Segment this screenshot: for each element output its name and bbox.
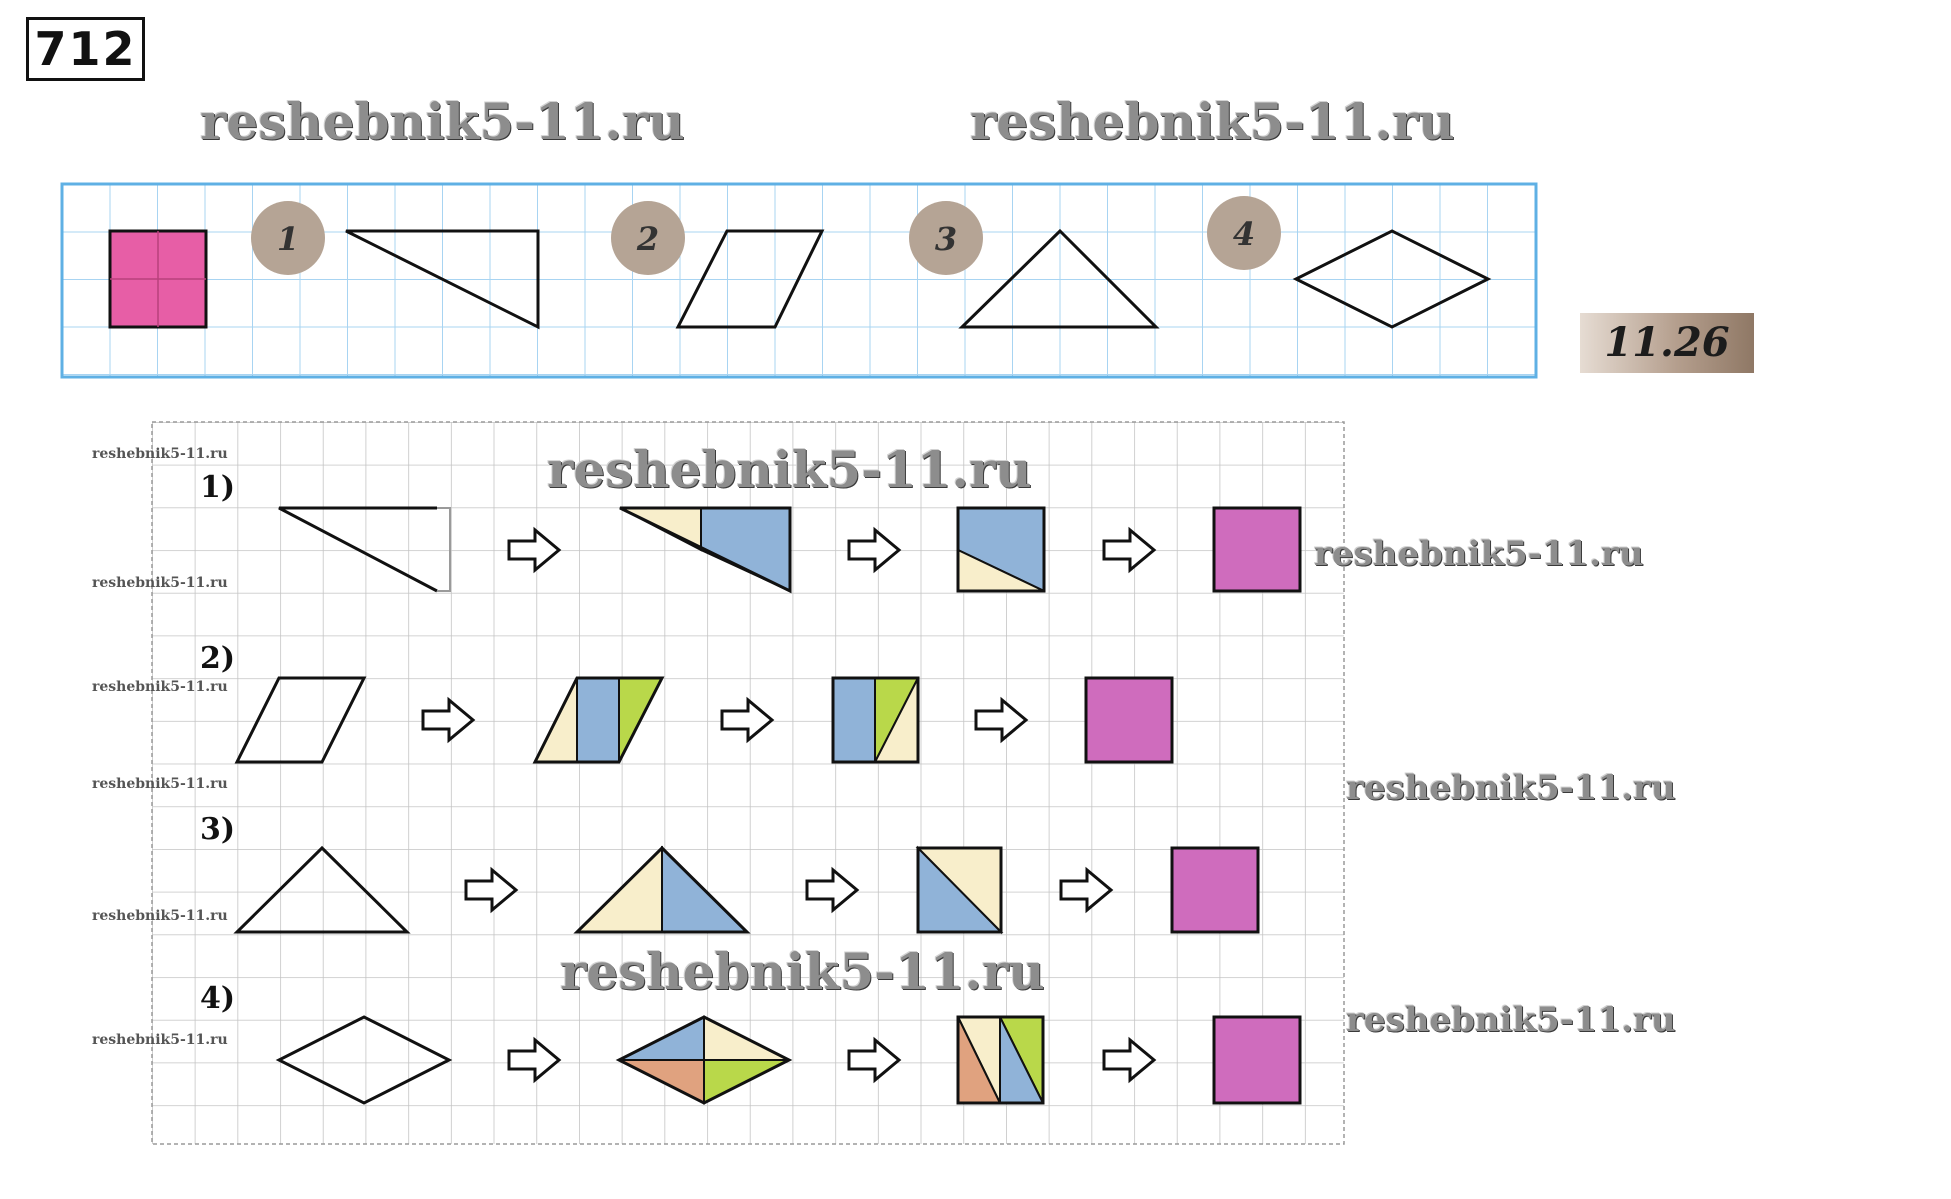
solution-row-2: 2)	[200, 641, 1174, 764]
watermark-right-3: reshebnik5-11.ru	[1346, 1000, 1676, 1040]
right-arrow-icon	[1059, 866, 1114, 914]
row3-source-triangle	[233, 845, 411, 934]
watermark-grid-bottom: reshebnik5-11.ru	[560, 942, 1045, 1001]
right-arrow-icon	[720, 696, 775, 744]
watermark-small-5: reshebnik5-11.ru	[92, 908, 228, 924]
reference-badge: 11.26	[1580, 313, 1754, 373]
row3-result-square	[1170, 846, 1260, 934]
figure-badge-4: 4	[1207, 196, 1281, 270]
watermark-small-1: reshebnik5-11.ru	[92, 446, 228, 462]
right-arrow-icon	[464, 866, 519, 914]
watermark-right-2: reshebnik5-11.ru	[1346, 768, 1676, 808]
solution-row-1: 1)	[200, 470, 1302, 594]
row-label-4: 4)	[200, 981, 235, 1016]
row1-cut-triangle	[619, 506, 792, 594]
row4-result-square	[1212, 1015, 1302, 1105]
right-arrow-icon	[1102, 526, 1157, 574]
right-arrow-icon	[974, 696, 1029, 744]
watermark-right-1: reshebnik5-11.ru	[1314, 534, 1644, 574]
row2-source-parallelogram	[234, 676, 367, 764]
row2-result-square	[1084, 676, 1174, 764]
strip-rhombus	[1292, 229, 1492, 329]
row1-source-triangle	[278, 506, 438, 593]
row1-result-square	[1212, 506, 1302, 593]
row4-cut-rhombus	[615, 1015, 793, 1105]
right-arrow-icon	[1102, 1036, 1157, 1084]
figure-badge-1: 1	[251, 201, 325, 275]
right-arrow-icon	[507, 1036, 562, 1084]
row1-assembled-square	[956, 506, 1046, 593]
row3-assembled-square	[915, 845, 1004, 935]
row2-assembled-square	[831, 676, 920, 764]
problem-number: 712	[26, 17, 145, 81]
solution-row-3: 3)	[200, 812, 1260, 935]
row4-assembled-square	[956, 1015, 1045, 1105]
figure-number-2: 2	[636, 220, 659, 258]
watermark-top-left: reshebnik5-11.ru	[200, 92, 685, 151]
row-label-3: 3)	[200, 812, 235, 847]
right-arrow-icon	[847, 1036, 902, 1084]
watermark-top-right: reshebnik5-11.ru	[970, 92, 1455, 151]
row-label-2: 2)	[200, 641, 235, 676]
row-label-1: 1)	[200, 470, 235, 505]
figure-number-3: 3	[935, 220, 957, 258]
watermark-grid-top: reshebnik5-11.ru	[547, 440, 1032, 499]
task-strip: 1 2 3 4	[60, 182, 1538, 379]
figure-number-4: 4	[1233, 215, 1255, 253]
figure-badge-2: 2	[611, 201, 685, 275]
figure-number-1: 1	[277, 220, 299, 258]
row2-cut-parallelogram	[532, 676, 665, 764]
watermark-small-6: reshebnik5-11.ru	[92, 1032, 228, 1048]
watermark-small-4: reshebnik5-11.ru	[92, 776, 228, 792]
strip-parallelogram	[675, 229, 825, 329]
figure-badge-3: 3	[909, 201, 983, 275]
reference-pink-square	[108, 229, 208, 329]
row4-source-rhombus	[275, 1015, 453, 1105]
watermark-small-3: reshebnik5-11.ru	[92, 679, 228, 695]
right-arrow-icon	[507, 526, 562, 574]
strip-right-triangle	[345, 229, 540, 330]
row3-cut-triangle	[573, 845, 751, 934]
right-arrow-icon	[847, 526, 902, 574]
watermark-small-2: reshebnik5-11.ru	[92, 575, 228, 591]
right-arrow-icon	[421, 696, 476, 744]
solution-row-4: 4)	[200, 981, 1302, 1105]
right-arrow-icon	[805, 866, 860, 914]
strip-isosceles-triangle	[958, 228, 1160, 329]
